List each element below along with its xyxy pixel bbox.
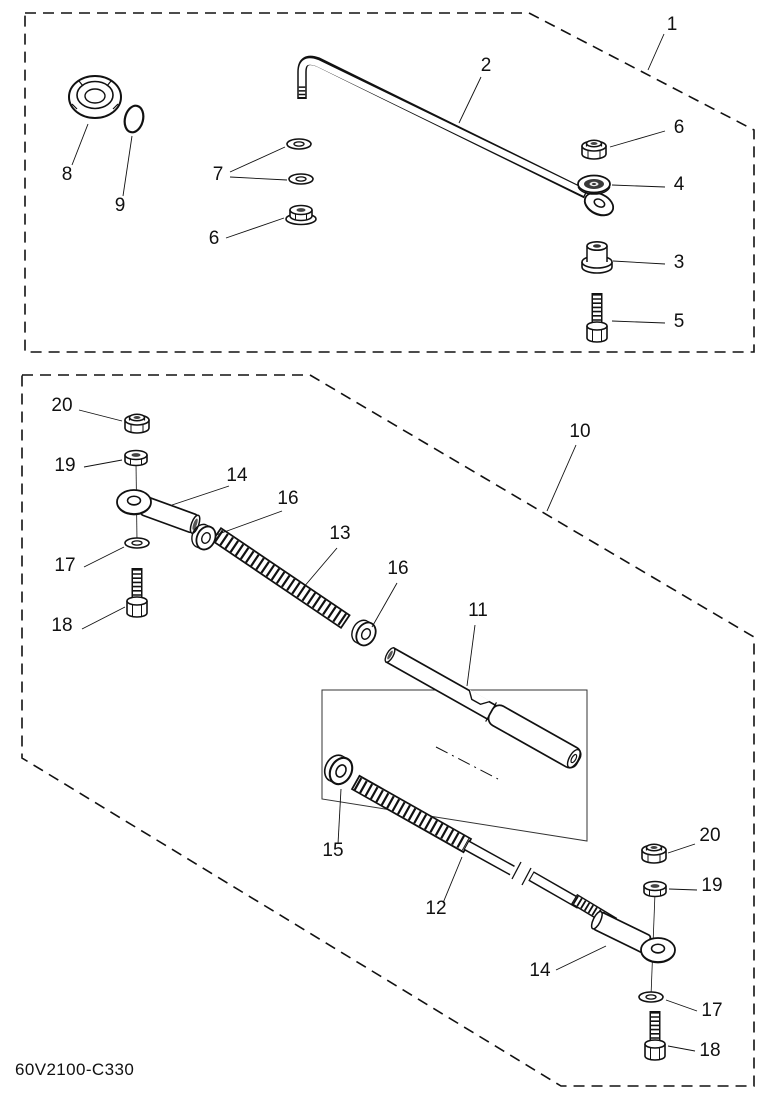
leader-line-4 [611, 184, 666, 188]
leader-line-10 [546, 444, 577, 512]
part-callout-3: 3 [674, 252, 685, 273]
group-1-dashed-boundary [24, 12, 755, 353]
part-9-o-ring [123, 104, 145, 134]
part-13-threaded-rod [211, 526, 351, 630]
drawing-code: 60V2100-C330 [15, 1060, 134, 1079]
part-callout-18: 18 [699, 1040, 720, 1061]
part-15-nut [319, 750, 358, 790]
leader-line-14 [555, 945, 607, 971]
part-14-tie-rod-end-right [590, 910, 676, 964]
leader-line-17 [665, 999, 698, 1012]
reference-plane [321, 689, 588, 842]
part-callout-19: 19 [701, 875, 722, 896]
part-6-locknut-right [581, 139, 607, 160]
leader-line-16 [371, 582, 398, 628]
part-18-bolt-right [645, 1011, 665, 1060]
leader-line-17 [83, 546, 125, 568]
part-callout-15: 15 [322, 840, 343, 861]
part-callout-20: 20 [51, 395, 72, 416]
leader-line-2 [458, 76, 482, 124]
part-2-steering-link-rod [297, 55, 615, 217]
leader-line-5 [611, 320, 666, 324]
leader-line-19 [668, 888, 698, 891]
leader-line-1 [647, 33, 665, 71]
part-11-connector-body [384, 646, 582, 769]
leader-line-16 [215, 510, 283, 536]
leader-line-9 [122, 135, 133, 197]
part-callout-11: 11 [468, 600, 488, 621]
part-19-nut-left [124, 449, 148, 467]
leader-line-18 [667, 1045, 696, 1052]
part-12-threaded-rod [350, 774, 618, 929]
part-5-bolt [587, 293, 607, 342]
part-callout-14: 14 [226, 465, 248, 486]
leader-line-18 [81, 606, 126, 630]
part-callout-1: 1 [667, 14, 678, 35]
part-18-bolt-left [127, 568, 147, 617]
part-4-bushing [577, 174, 611, 195]
part-17-washer-right [638, 991, 664, 1003]
part-callout-12: 12 [425, 898, 446, 919]
leader-line-13 [302, 547, 338, 589]
group-10-dashed-boundary [21, 374, 755, 1087]
part-19-nut-right [643, 880, 667, 898]
part-14-tie-rod-end-left [116, 489, 201, 534]
leader-line-11 [466, 624, 476, 687]
part-17-washer-left [124, 537, 150, 549]
part-callout-18: 18 [51, 615, 72, 636]
part-callout-9: 9 [115, 195, 126, 216]
part-callout-16: 16 [387, 558, 408, 579]
rod-eye-end [583, 191, 615, 217]
leader-line-19 [83, 459, 123, 468]
part-callout-2: 2 [481, 55, 492, 76]
leader-line-6 [609, 130, 666, 148]
leader-line-15 [337, 788, 342, 845]
part-6-flange-nut-left [285, 204, 317, 226]
part-callout-19: 19 [54, 455, 75, 476]
leader-line-7 [229, 176, 288, 181]
part-7-washers [286, 138, 314, 185]
leader-line-14 [171, 485, 230, 506]
part-callout-17: 17 [54, 555, 75, 576]
part-callout-7: 7 [213, 164, 224, 185]
leader-line-3 [612, 260, 666, 265]
part-callout-13: 13 [329, 523, 350, 544]
part-20-locknut-left [124, 413, 150, 434]
part-callout-6: 6 [209, 228, 220, 249]
leader-line-12 [442, 856, 463, 904]
part-callout-5: 5 [674, 311, 685, 332]
part-callout-8: 8 [62, 164, 73, 185]
part-callout-4: 4 [674, 174, 685, 195]
part-callout-20: 20 [699, 825, 720, 846]
part-callout-6: 6 [674, 117, 685, 138]
centerline [435, 746, 499, 780]
leader-line-8 [71, 123, 89, 166]
part-3-flanged-bushing [581, 241, 613, 274]
leader-line-20 [667, 843, 696, 854]
leader-line-7 [229, 146, 286, 173]
part-20-locknut-right [641, 843, 667, 864]
part-callout-10: 10 [569, 421, 590, 442]
part-callout-17: 17 [701, 1000, 722, 1021]
part-callout-16: 16 [277, 488, 298, 509]
part-8-cap-nut [68, 75, 122, 119]
part-callout-14: 14 [529, 960, 551, 981]
leader-line-20 [78, 409, 123, 422]
leader-line-6 [225, 217, 285, 239]
